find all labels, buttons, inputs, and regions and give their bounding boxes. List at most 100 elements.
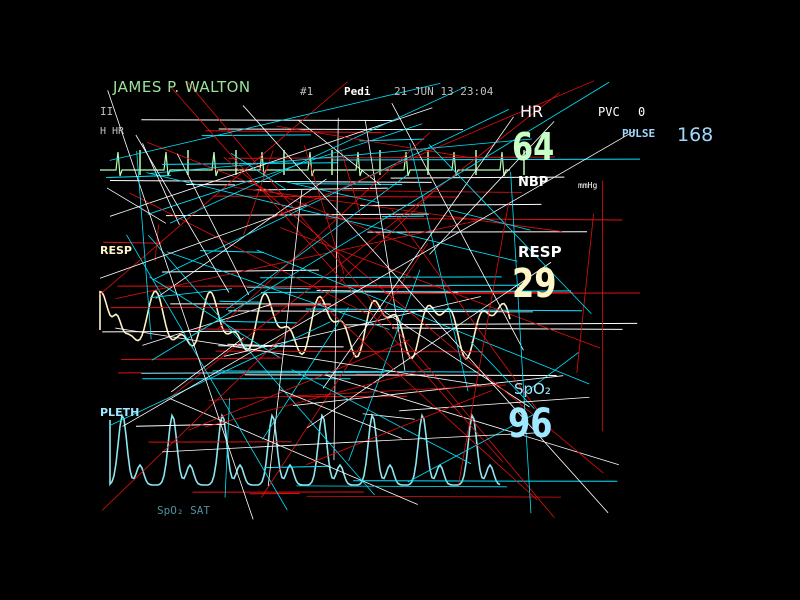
spo2-label: SpO₂	[514, 380, 551, 398]
artifact-streak	[215, 350, 484, 353]
artifact-streak	[344, 322, 638, 326]
artifact-streak	[212, 370, 478, 373]
artifact-line	[122, 130, 636, 427]
artifact-line	[188, 339, 410, 431]
artifact-line	[109, 83, 441, 161]
bed-number: #1	[300, 85, 314, 98]
artifact-line	[303, 145, 345, 275]
artifact-line	[280, 227, 601, 349]
artifact-line	[362, 413, 415, 420]
artifact-line	[223, 156, 604, 474]
artifact-line	[147, 123, 423, 215]
artifact-line	[262, 307, 349, 440]
spo2-value: 96	[508, 401, 553, 447]
pulse-value: 168	[677, 124, 714, 146]
artifact-streak	[218, 128, 463, 131]
artifact-line	[526, 352, 579, 392]
artifact-streak	[305, 308, 583, 312]
artifact-line	[407, 410, 542, 483]
artifact-streak	[166, 213, 429, 217]
artifact-line	[108, 321, 331, 427]
artifact-line	[322, 116, 514, 389]
artifact-streak	[117, 371, 308, 374]
artifact-streak	[253, 187, 388, 191]
artifact-line	[391, 209, 538, 411]
artifact-streak	[228, 156, 555, 159]
artifact-line	[225, 174, 408, 310]
artifact-line	[348, 269, 421, 462]
artifact-streak	[194, 328, 281, 331]
resp-value: 29	[512, 261, 557, 307]
artifact-streak	[135, 423, 226, 427]
artifact-line	[450, 209, 531, 231]
nbp-unit: mmHg	[578, 181, 598, 190]
artifact-line	[224, 397, 231, 498]
artifact-streak	[219, 300, 262, 303]
hr-value: 64	[512, 125, 555, 169]
artifact-streak	[391, 327, 623, 330]
pulse-label: PULSE	[622, 127, 656, 140]
artifact-streak	[103, 241, 162, 244]
artifact-line	[126, 234, 288, 511]
artifact-line	[510, 171, 532, 514]
artifact-line	[146, 141, 418, 250]
artifact-line	[106, 187, 167, 224]
artifact-line	[109, 107, 433, 217]
artifact-streak	[381, 215, 425, 218]
artifact-streak	[390, 176, 565, 179]
artifact-streak	[286, 395, 408, 398]
artifact-line	[142, 304, 271, 346]
ecg-lead-label: II	[100, 105, 114, 118]
artifact-line	[256, 249, 590, 385]
artifact-line	[162, 432, 537, 453]
artifact-line	[242, 105, 609, 514]
artifact-line	[99, 204, 307, 279]
artifact-line	[292, 375, 564, 406]
artifact-line	[136, 151, 152, 340]
artifact-line	[341, 190, 522, 193]
artifact-line	[276, 125, 472, 159]
artifact-line	[297, 119, 381, 186]
artifact-line	[306, 495, 562, 498]
artifact-line	[224, 296, 481, 357]
pvc-label: PVC	[598, 105, 620, 119]
resp-label: RESP	[518, 243, 562, 261]
patient-name: JAMES P. WALTON	[113, 78, 251, 96]
pleth-waveform	[109, 413, 501, 487]
artifact-line	[151, 81, 610, 361]
artifact-line	[267, 189, 303, 486]
artifact-streak	[332, 158, 641, 161]
artifact-line	[146, 172, 518, 262]
artifact-line	[170, 337, 244, 393]
artifact-line	[208, 384, 506, 401]
artifact-line	[391, 102, 524, 351]
artifact-streak	[201, 134, 311, 137]
artifact-streak	[261, 290, 572, 293]
hr-source-label: H HR	[100, 126, 125, 137]
artifact-line	[170, 86, 467, 224]
artifact-line	[243, 149, 274, 236]
artifact-streak	[120, 357, 282, 361]
artifact-line	[176, 153, 250, 296]
artifact-streak	[244, 374, 557, 377]
artifact-line	[576, 213, 595, 373]
artifact-line	[115, 327, 482, 386]
artifact-line	[101, 188, 437, 511]
artifact-line	[135, 134, 230, 293]
artifact-line	[155, 178, 327, 299]
artifact-streak	[292, 183, 403, 186]
artifact-line	[291, 369, 472, 465]
artifact-streak	[200, 250, 264, 253]
artifact-line	[429, 121, 555, 255]
artifact-streak	[263, 304, 338, 307]
artifact-line	[169, 398, 418, 505]
artifact-streak	[141, 119, 394, 122]
artifact-line	[317, 300, 538, 501]
artifact-line	[428, 144, 592, 315]
artifact-line	[306, 261, 552, 429]
artifact-line	[99, 81, 348, 295]
artifact-line	[270, 80, 595, 219]
artifact-streak	[213, 195, 459, 198]
